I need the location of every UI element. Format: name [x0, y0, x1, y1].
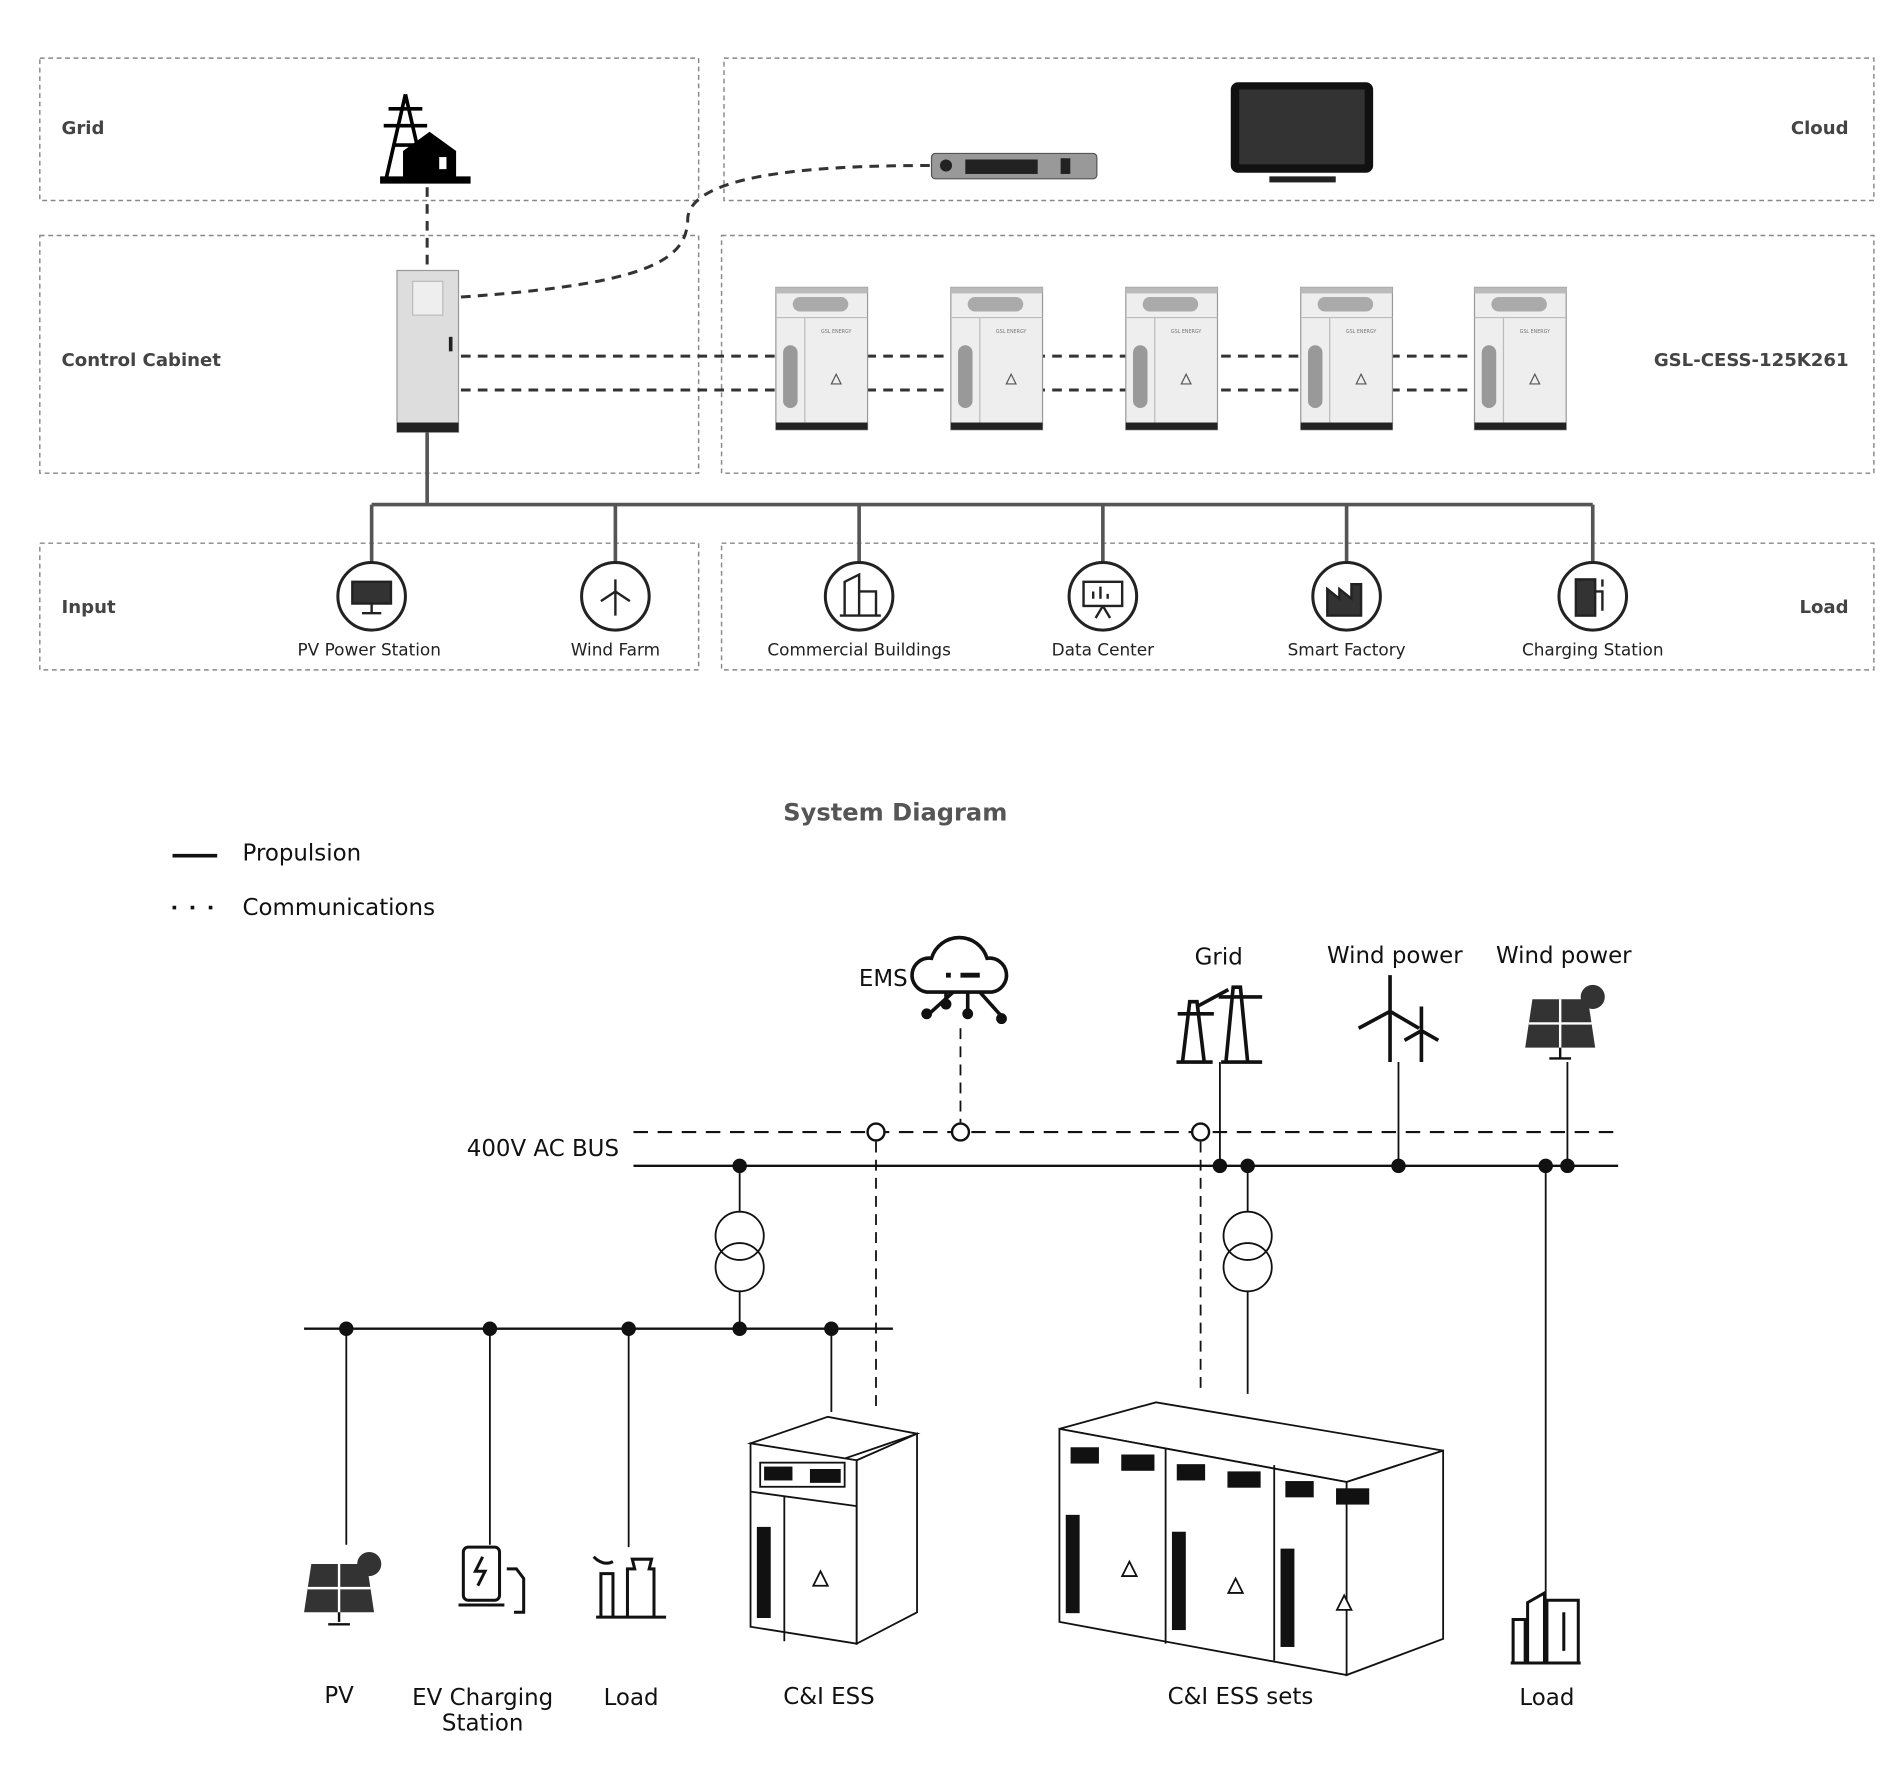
- input-section-label: Input: [62, 597, 116, 618]
- solar-panel-icon: [1525, 984, 1605, 1060]
- bus-junction: [482, 1321, 498, 1336]
- grid-tower-icon: [1176, 985, 1263, 1064]
- ems-label: EMS: [859, 966, 908, 992]
- cloud-comm-link: [460, 164, 932, 299]
- bus-junction: [1560, 1158, 1575, 1174]
- city-building-icon: [1510, 1590, 1581, 1665]
- input-section-box: [39, 542, 700, 671]
- load-label-factory: Smart Factory: [1288, 639, 1406, 659]
- ev-charging-label-1: EV Charging: [412, 1685, 553, 1711]
- factory-load-icon: [592, 1555, 667, 1619]
- bus-junction: [824, 1321, 839, 1336]
- bus-junction: [732, 1321, 747, 1336]
- distribution-bus: [369, 432, 1595, 563]
- ess-section-box: [720, 234, 1875, 474]
- ess-cabinet-icon: [950, 286, 1044, 431]
- input-label-pv: PV Power Station: [297, 639, 440, 659]
- ess-comm-link: [875, 1141, 1202, 1412]
- monitor-screen-icon: [1230, 82, 1374, 183]
- ev-charger-icon: [458, 1545, 526, 1614]
- ess-model-label: GSL-CESS-125K261: [1654, 350, 1849, 371]
- ci-ess-label: C&I ESS: [783, 1684, 874, 1710]
- control-cabinet-icon: [396, 269, 460, 433]
- bus-junction: [339, 1321, 354, 1336]
- cloud-section-label: Cloud: [1791, 118, 1849, 139]
- wind-power-label: Wind power: [1327, 943, 1463, 969]
- bus-junction: [1538, 1158, 1553, 1174]
- grid-section-label: Grid: [62, 118, 105, 139]
- bus-junction: [1212, 1158, 1228, 1174]
- ev-charging-label-2: Station: [442, 1711, 523, 1737]
- control-cabinet-section-box: [39, 234, 700, 474]
- comm-node: [950, 1122, 971, 1142]
- cloud-section-box: [723, 57, 1875, 202]
- ess-cabinet-icon: [1300, 286, 1394, 431]
- network-switch-icon: [930, 152, 1098, 180]
- pv-power-label: Wind power: [1496, 943, 1632, 969]
- power-lines: [304, 1062, 1569, 1600]
- ac-bus-label: 400V AC BUS: [467, 1136, 619, 1162]
- transformer-icon: [714, 1210, 765, 1261]
- system-diagram-title: System Diagram: [783, 799, 1007, 827]
- load-label-commercial: Commercial Buildings: [767, 639, 951, 659]
- bus-junction: [732, 1158, 747, 1174]
- transformer-icon: [1222, 1210, 1273, 1261]
- load-right-label: Load: [1519, 1685, 1574, 1711]
- input-label-wind: Wind Farm: [571, 639, 660, 659]
- pv-label: PV: [324, 1683, 354, 1709]
- load-section-box: [720, 542, 1875, 671]
- bus-junction: [1240, 1158, 1255, 1174]
- power-tower-house-icon: [380, 93, 471, 184]
- data-center-icon: [1067, 560, 1139, 632]
- legend-communications: Communications: [243, 895, 435, 921]
- transformer-icon: [1222, 1242, 1273, 1293]
- ems-cloud-icon: [910, 935, 1009, 1025]
- pv-panel-icon: [304, 1551, 382, 1626]
- ci-ess-sets-label: C&I ESS sets: [1168, 1684, 1314, 1710]
- ess-cabinet-icon: [775, 286, 869, 431]
- transformer-icon: [714, 1242, 765, 1293]
- control-cabinet-label: Control Cabinet: [62, 350, 222, 371]
- ess-cabinet-icon: [1125, 286, 1219, 431]
- comm-node: [1190, 1122, 1211, 1142]
- wind-turbine-icon: [1357, 975, 1440, 1063]
- load-label: Load: [604, 1685, 659, 1711]
- bus-junction: [1391, 1158, 1406, 1174]
- bus-junction: [621, 1321, 636, 1336]
- comm-node: [866, 1122, 886, 1142]
- grid-section-box: [39, 57, 700, 202]
- ci-ess-cabinet-icon: [747, 1415, 921, 1646]
- grid-source-label: Grid: [1195, 944, 1243, 970]
- load-label-charging: Charging Station: [1522, 639, 1664, 659]
- ess-cabinet-icon: [1473, 286, 1567, 431]
- load-section-label: Load: [1799, 597, 1848, 618]
- load-label-datacenter: Data Center: [1052, 639, 1155, 659]
- ci-ess-sets-icon: [1058, 1401, 1445, 1677]
- legend-propulsion: Propulsion: [243, 841, 362, 867]
